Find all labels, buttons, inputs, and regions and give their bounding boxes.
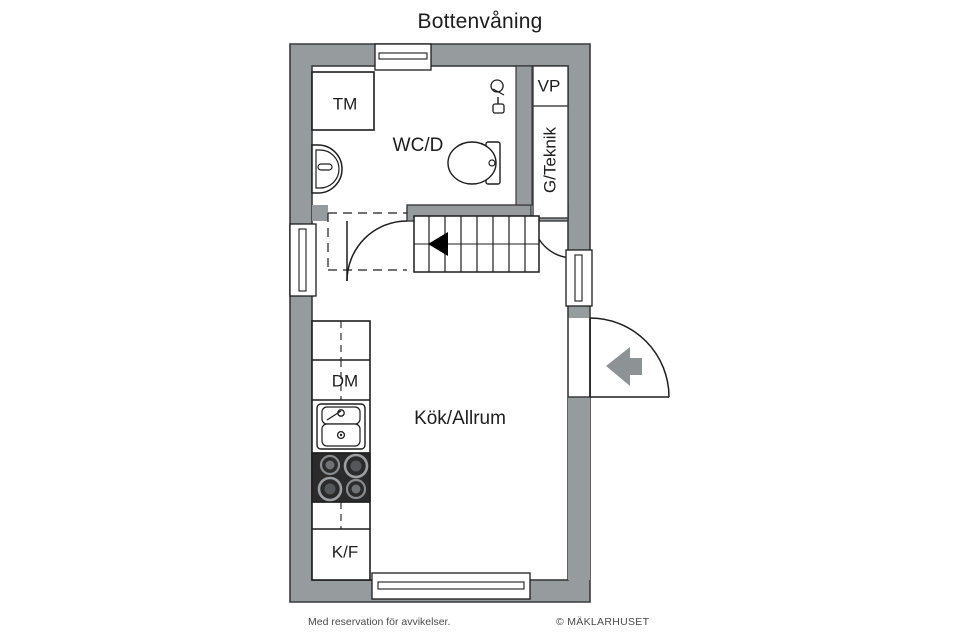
stove-burner-center — [325, 460, 335, 470]
shower-head — [490, 79, 504, 93]
window-top-glass — [378, 52, 428, 60]
interior-walls — [312, 65, 590, 580]
kitchen-counter-run: DM — [311, 320, 371, 581]
tm-label: TM — [333, 94, 358, 113]
window-bottom-glass — [377, 581, 525, 590]
dm-label: DM — [332, 371, 358, 390]
closet-vp-box — [532, 65, 569, 107]
window-top — [374, 43, 432, 71]
vp-label: VP — [538, 76, 561, 95]
stove-burner-center — [350, 460, 362, 472]
window-left — [289, 223, 317, 297]
footer-disclaimer: Med reservation för avvikelser. — [308, 616, 451, 628]
stove-burner — [317, 476, 343, 502]
sink-drain-dot — [339, 433, 343, 437]
toilet-bowl — [447, 141, 497, 185]
wall-lower-right — [568, 397, 590, 580]
g-teknik-label: G/Teknik — [540, 126, 559, 193]
window-bottom — [371, 572, 531, 600]
stove-burner — [343, 453, 369, 479]
washbasin-tap — [317, 163, 333, 171]
wall-wc-east — [515, 65, 533, 206]
footer-copyright: © MÄKLARHUSET — [556, 616, 650, 628]
staircase — [413, 215, 540, 273]
shower-hose — [492, 88, 505, 96]
toilet-flush-button — [488, 159, 496, 167]
door-entry-arc — [589, 317, 670, 398]
wall-wc-southwest-stub — [312, 205, 328, 221]
sink-drain — [336, 430, 346, 440]
kf-label: K/F — [332, 542, 358, 561]
stove-burner-center — [351, 484, 361, 494]
washbasin-icon — [311, 144, 343, 194]
door-wc[interactable] — [327, 212, 408, 282]
entry-direction-arrow — [606, 347, 642, 386]
kitchen-sink-icon — [316, 403, 366, 450]
door-entry[interactable] — [589, 317, 670, 398]
room-label-wc-d: WC/D — [393, 135, 444, 156]
shower-icon — [490, 79, 505, 114]
stairs-direction-arrow — [428, 232, 448, 256]
stove-burner — [319, 454, 341, 476]
stove-burner-center — [324, 483, 336, 495]
toilet-icon — [447, 141, 501, 185]
tm-box — [311, 71, 375, 131]
stove-burner — [345, 478, 367, 500]
room-label-kok-allrum: Kök/Allrum — [414, 408, 506, 429]
shower-mixer — [492, 103, 505, 114]
window-left-glass — [298, 228, 307, 292]
window-right — [565, 249, 593, 307]
sink-faucet — [326, 410, 342, 421]
appliance-tm: TM — [311, 71, 375, 131]
stove-icon — [311, 452, 371, 503]
window-right-glass — [574, 254, 583, 302]
page-title: Bottenvåning — [417, 10, 543, 33]
entry-door-opening — [568, 318, 590, 397]
